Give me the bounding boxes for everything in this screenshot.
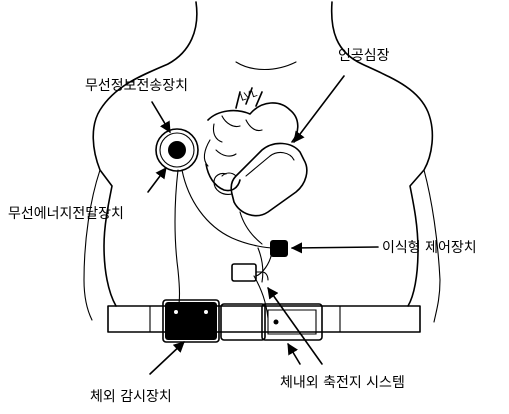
wireless-info-transmitter	[156, 129, 198, 171]
arrow-battery-internal	[268, 288, 322, 364]
arrow-implant-controller	[292, 247, 378, 248]
arrow-battery-external	[288, 344, 300, 364]
arrow-artificial-heart	[294, 76, 344, 142]
label-wireless-info: 무선정보전송장치	[85, 78, 188, 94]
heart-lvl-text: LVL	[239, 88, 259, 104]
label-external-monitor: 체외 감시장치	[90, 389, 172, 405]
arrow-wireless-info	[152, 102, 170, 132]
belt	[108, 300, 420, 342]
label-implant-controller: 이식형 제어장치	[382, 240, 477, 256]
label-battery-system: 체내외 축전지 시스템	[280, 375, 405, 391]
external-battery-unit-1	[221, 304, 265, 340]
arrow-wireless-energy	[148, 168, 166, 192]
label-wireless-energy: 무선에너지전달장치	[8, 206, 124, 222]
label-artificial-heart: 인공심장	[338, 48, 390, 64]
artificial-heart-device	[214, 143, 307, 215]
arrow-external-monitor	[150, 342, 184, 374]
implant-controller-box	[270, 240, 288, 257]
lead-wires	[175, 170, 274, 318]
